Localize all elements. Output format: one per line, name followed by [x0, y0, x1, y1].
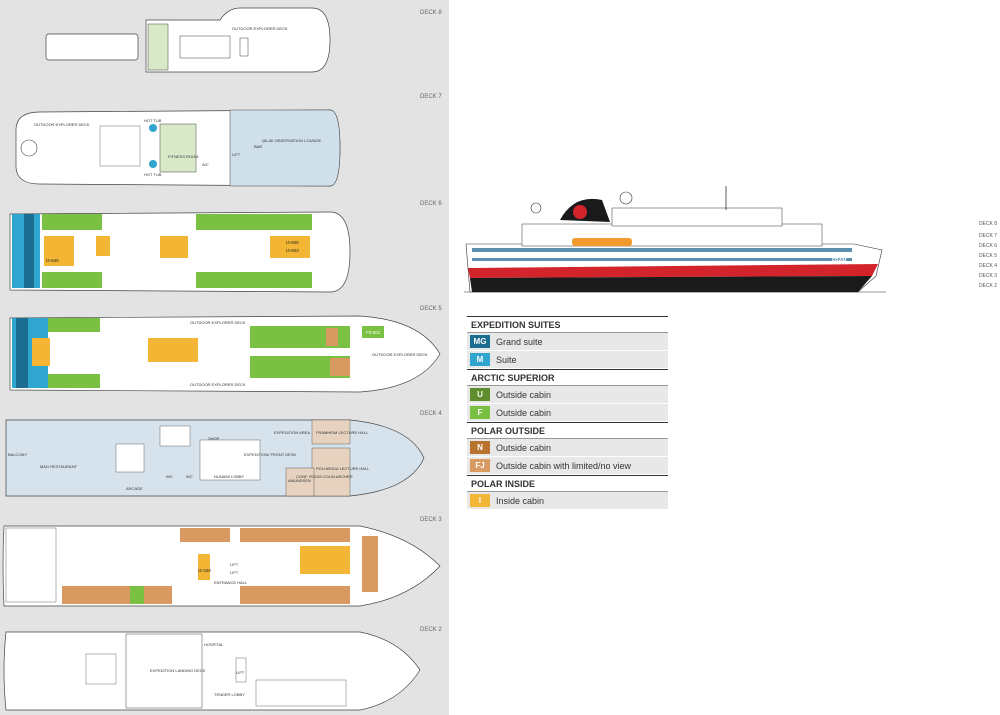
side-deck6-label: DECK 6 — [979, 243, 998, 249]
deck5-cabin-label: F3-501 — [366, 330, 381, 335]
deck7-plan — [15, 109, 341, 187]
deck8-area-label: OUTDOOR EXPLORER DECK — [232, 26, 288, 31]
deck7-area-label: QILAK OBSERVATION LOUNGE — [262, 138, 321, 143]
legend-row-polar-fj: FJ Outside cabin with limited/no view — [467, 457, 668, 475]
ship-name-label: FRAM — [832, 258, 846, 264]
side-deck2-label: DECK 2 — [979, 283, 998, 289]
legend-heading-polar-outside: POLAR OUTSIDE — [467, 422, 668, 439]
legend-row-superior-u: U Outside cabin — [467, 386, 668, 404]
deck4-area-label: BALCONY — [8, 452, 27, 457]
deck4-area-label: POLHØGDA LECTURE HALL — [316, 466, 370, 471]
deck7-area-label: LIFT — [232, 152, 241, 157]
legend-item-label: Inside cabin — [496, 495, 545, 506]
deck4-area-label: EXPEDITION/ FRONT DESK — [244, 452, 296, 457]
deck6-label: DECK 6 — [420, 201, 442, 207]
deck3-area-label: LIFT — [230, 570, 239, 575]
deck3-area-label: ENTRANCE HALL — [214, 580, 248, 585]
cabin-legend: EXPEDITION SUITES MG Grand suite M Suite… — [467, 316, 668, 510]
deck2-plan — [3, 631, 421, 711]
deck5-area-label: OUTDOOR EXPLORER DECK — [372, 352, 428, 357]
side-deck3-label: DECK 3 — [979, 273, 998, 279]
legend-item-label: Grand suite — [496, 336, 543, 347]
deck4-plan — [5, 419, 425, 497]
deck4-area-label: NUNAMI LOBBY — [214, 474, 245, 479]
legend-heading-arctic-superior: ARCTIC SUPERIOR — [467, 369, 668, 386]
deck3-label: DECK 3 — [420, 517, 442, 523]
legend-item-label: Outside cabin with limited/no view — [496, 460, 632, 471]
legend-code-badge: N — [470, 441, 490, 454]
deck5-area-label: OUTDOOR EXPLORER DECK — [190, 320, 246, 325]
legend-row-superior-f: F Outside cabin — [467, 404, 668, 422]
deck6-cabin-label: I4-603 — [286, 248, 299, 253]
legend-row-suite: M Suite — [467, 351, 668, 369]
side-deck7-label: DECK 7 — [979, 233, 998, 239]
legend-heading-polar-inside: POLAR INSIDE — [467, 475, 668, 492]
deck7-area-label: OUTDOOR EXPLORER DECK — [34, 122, 90, 127]
deck4-area-label: FRAMHEIM LECTURE HALL — [316, 430, 369, 435]
deck5-area-label: OUTDOOR EXPLORER DECK — [190, 382, 246, 387]
side-deck8-label: DECK 8 — [979, 221, 998, 227]
deck-plans-drawing: OUTDOOR EXPLORER DECK OUTDOOR EXPLORER DE… — [2, 7, 441, 711]
deck-plans-panel: OUTDOOR EXPLORER DECK OUTDOOR EXPLORER DE… — [0, 0, 449, 715]
legend-code-badge: F — [470, 406, 490, 419]
legend-item-label: Outside cabin — [496, 407, 552, 418]
legend-code-badge: I — [470, 494, 490, 507]
deck4-area-label: WC — [186, 474, 193, 479]
legend-row-inside: I Inside cabin — [467, 492, 668, 510]
deck8-plan — [45, 7, 331, 73]
legend-code-badge: MG — [470, 335, 490, 348]
deck7-area-label: BAR — [254, 144, 262, 149]
legend-heading-expedition-suites: EXPEDITION SUITES — [467, 316, 668, 333]
deck8-label: DECK 8 — [420, 10, 442, 16]
deck4-area-label: EXPEDITION AREA — [274, 430, 310, 435]
side-deck5-label: DECK 5 — [979, 253, 998, 259]
deck7-label: DECK 7 — [420, 94, 442, 100]
deck4-area-label: AMUNDSEN — [288, 478, 311, 483]
legend-code-badge: M — [470, 353, 490, 366]
deck4-area-label: SHOP — [208, 436, 220, 441]
legend-item-label: Outside cabin — [496, 389, 552, 400]
legend-item-label: Suite — [496, 354, 517, 365]
deck2-label: DECK 2 — [420, 627, 442, 633]
deck4-area-label: ARCADE — [126, 486, 143, 491]
ship-profile-drawing: FRAM — [464, 186, 886, 293]
deck2-area-label: HOSPITAL — [204, 642, 224, 647]
deck5-plan — [9, 315, 441, 393]
deck4-area-label: CONF. ROOM COLIN ARCHER — [296, 474, 353, 479]
deck6-cabin-label: I4-605 — [286, 240, 299, 245]
deck7-area-label: WC — [202, 162, 209, 167]
deck4-label: DECK 4 — [420, 411, 442, 417]
deck5-label: DECK 5 — [420, 306, 442, 312]
deck7-area-label: FITNESS ROOM — [168, 154, 198, 159]
ship-side-view: FRAM — [462, 180, 892, 303]
legend-code-badge: FJ — [470, 459, 490, 472]
deck2-area-label: LIFT — [236, 670, 245, 675]
deck3-area-label: LIFT — [230, 562, 239, 567]
deck4-area-label: MAG RESTAURANT — [40, 464, 78, 469]
side-deck4-label: DECK 4 — [979, 263, 998, 269]
legend-row-grand-suite: MG Grand suite — [467, 333, 668, 351]
deck3-plan — [2, 525, 441, 607]
deck6-cabin-label: I2-640 — [46, 258, 59, 263]
deck7-area-label: HOT TUB — [144, 172, 162, 177]
legend-item-label: Outside cabin — [496, 442, 552, 453]
deck7-area-label: HOT TUB — [144, 118, 162, 123]
deck3-cabin-label: I2-340 — [198, 568, 211, 573]
deck6-plan — [9, 211, 351, 293]
deck4-area-label: WC — [166, 474, 173, 479]
legend-code-badge: U — [470, 388, 490, 401]
legend-row-polar-n: N Outside cabin — [467, 439, 668, 457]
deck2-area-label: EXPEDITION LANDING DECK — [150, 668, 206, 673]
deck2-area-label: TENDER LOBBY — [214, 692, 245, 697]
